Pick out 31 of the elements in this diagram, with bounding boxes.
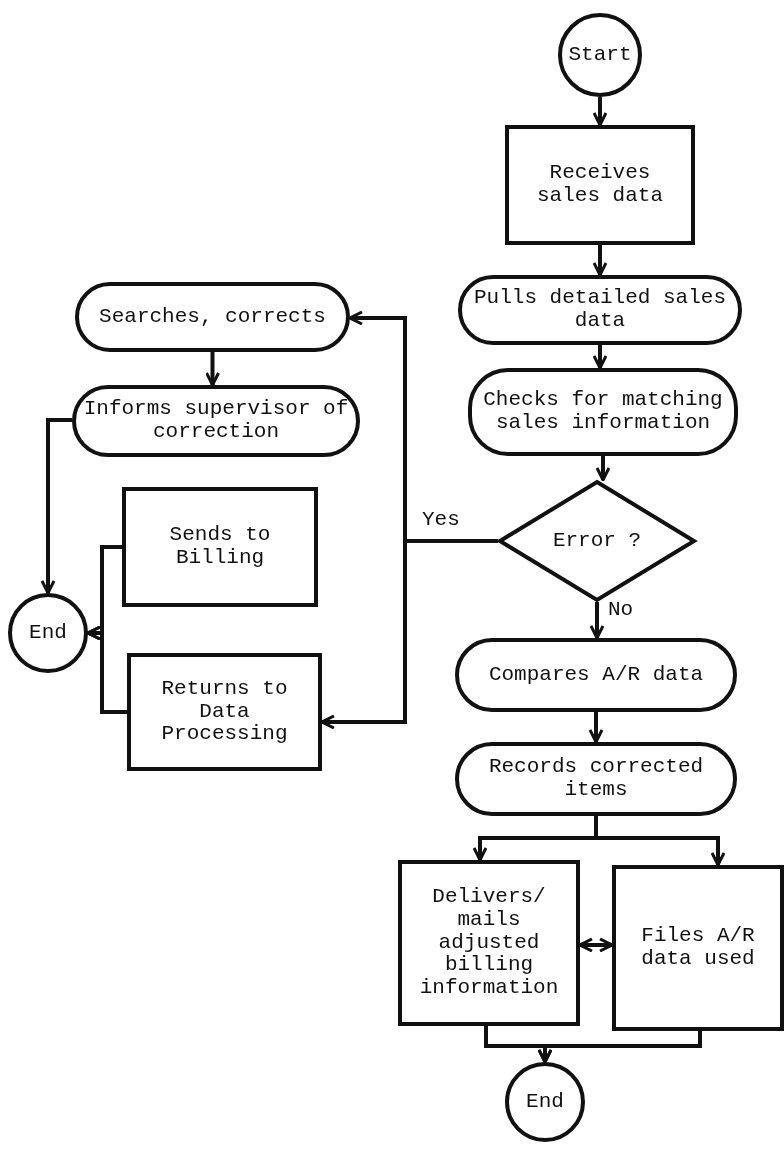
- node-text: End: [526, 1090, 564, 1114]
- node-text: Files A/R data used: [640, 925, 756, 971]
- arrow: [592, 345, 608, 370]
- node-text: Error ?: [552, 529, 642, 553]
- node-text: Receives sales data: [536, 162, 664, 208]
- node-text: Checks for matching sales information: [482, 389, 724, 435]
- process-box: [122, 487, 318, 607]
- arrow: [537, 1031, 702, 1064]
- node-text: Delivers/ mails adjusted billing information: [419, 886, 559, 1000]
- arrow: [588, 712, 604, 744]
- node-text: Pulls detailed sales data: [472, 287, 727, 333]
- arrow: [594, 816, 726, 867]
- arrow: [592, 245, 608, 277]
- arrow: [592, 97, 608, 127]
- process-box: [127, 653, 322, 771]
- node-text: Searches, corrects: [99, 305, 326, 329]
- node-text: Records corrected items: [487, 756, 705, 802]
- arrow: [86, 625, 127, 714]
- process-box: [398, 860, 580, 1026]
- node-text: Start: [568, 43, 632, 67]
- process-box: [612, 865, 784, 1031]
- node-text: Sends to Billing: [168, 524, 272, 570]
- process-box: [505, 125, 695, 245]
- node-text: Compares A/R data: [488, 663, 704, 687]
- arrow: [595, 456, 611, 482]
- node-text: Returns to Data Processing: [160, 678, 289, 746]
- arrow: [40, 418, 72, 595]
- node-text: Informs supervisor of correction: [82, 398, 350, 444]
- arrow: [589, 602, 605, 640]
- arrow: [205, 352, 220, 387]
- node-text: End: [29, 621, 67, 645]
